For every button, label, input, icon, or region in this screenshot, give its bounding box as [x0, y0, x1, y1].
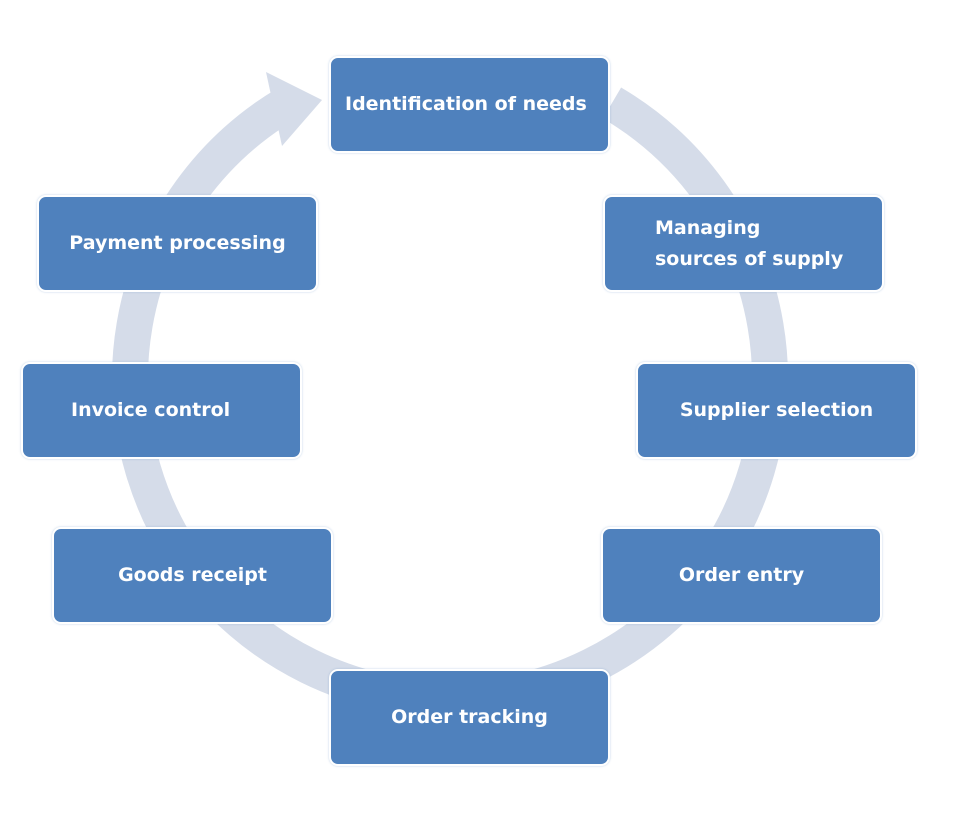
step-managing-sources-of-supply: Managing sources of supply: [603, 195, 884, 292]
step-invoice-control: Invoice control: [21, 362, 302, 459]
step-payment-processing: Payment processing: [37, 195, 318, 292]
step-payment-processing-label: Payment processing: [69, 232, 286, 254]
step-supplier-selection-label: Supplier selection: [679, 399, 874, 421]
step-order-entry: Order entry: [601, 527, 882, 624]
step-supplier-selection: Supplier selection: [636, 362, 917, 459]
step-identification-of-needs-label: Identification of needs: [345, 93, 587, 115]
step-goods-receipt: Goods receipt: [52, 527, 333, 624]
cycle-arrowhead-icon: [266, 72, 322, 146]
step-order-tracking-label: Order tracking: [391, 706, 548, 728]
step-identification-of-needs: Identification of needs: [329, 56, 610, 153]
step-managing-sources-of-supply-label: Managing sources of supply: [655, 216, 844, 270]
step-order-tracking: Order tracking: [329, 669, 610, 766]
step-order-entry-label: Order entry: [678, 564, 805, 586]
step-goods-receipt-label: Goods receipt: [118, 564, 267, 586]
step-invoice-control-label: Invoice control: [71, 399, 231, 421]
